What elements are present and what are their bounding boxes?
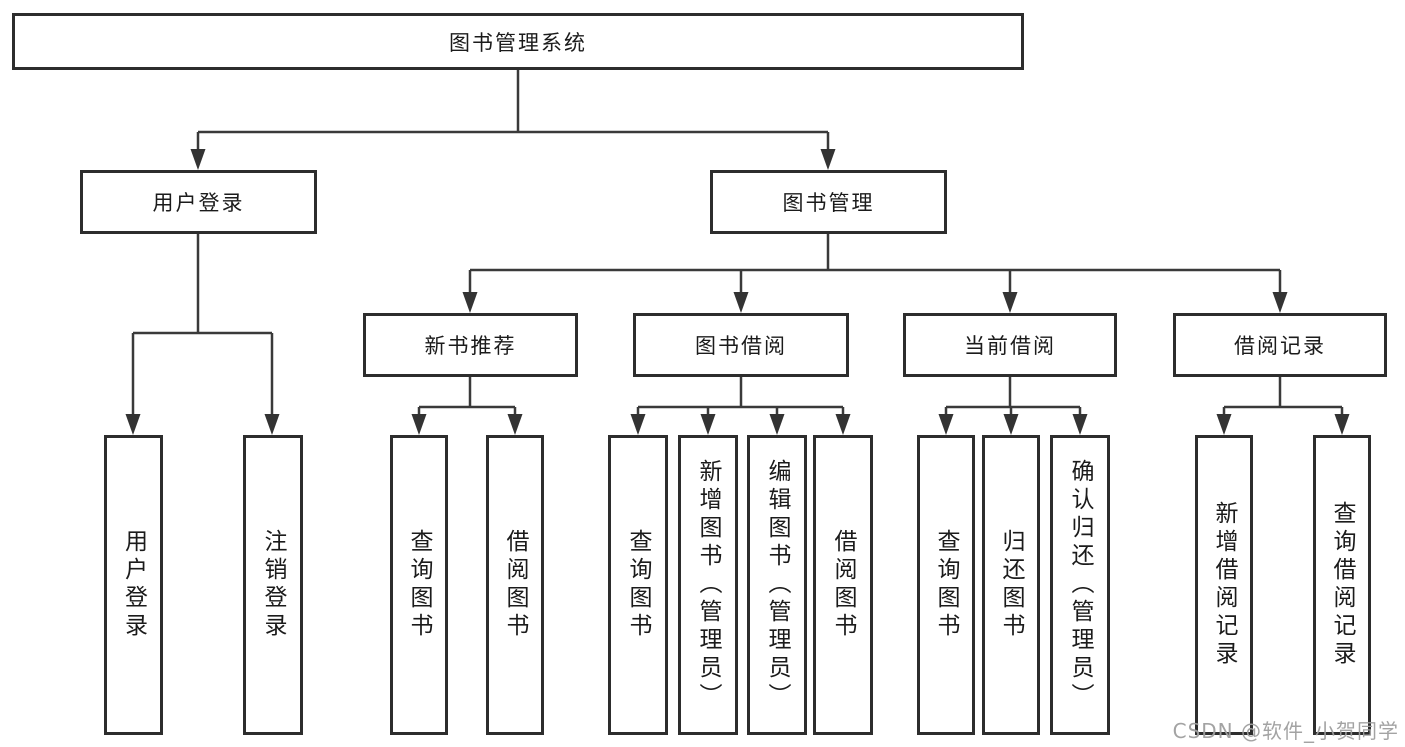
node-new-book-recommend: 新书推荐	[363, 313, 578, 377]
leaf-confirm-return-admin: 确认归还（管理员）	[1050, 435, 1110, 735]
leaf-user-login: 用户登录	[104, 435, 163, 735]
leaf-query-book-recommend: 查询图书	[390, 435, 448, 735]
csdn-watermark: CSDN @软件_小贺同学	[1172, 719, 1399, 743]
node-root: 图书管理系统	[12, 13, 1024, 70]
leaf-query-book-current: 查询图书	[917, 435, 975, 735]
node-user-login: 用户登录	[80, 170, 317, 234]
leaf-borrow-book-recommend: 借阅图书	[486, 435, 544, 735]
node-borrow-records: 借阅记录	[1173, 313, 1387, 377]
node-current-borrow: 当前借阅	[903, 313, 1117, 377]
node-book-borrow: 图书借阅	[633, 313, 849, 377]
leaf-add-borrow-record: 新增借阅记录	[1195, 435, 1253, 735]
leaf-borrow-book: 借阅图书	[813, 435, 873, 735]
leaf-add-book-admin: 新增图书（管理员）	[678, 435, 738, 735]
node-book-management: 图书管理	[710, 170, 947, 234]
leaf-logout: 注销登录	[243, 435, 303, 735]
leaf-query-book-borrow: 查询图书	[608, 435, 668, 735]
leaf-return-book: 归还图书	[982, 435, 1040, 735]
leaf-query-borrow-record: 查询借阅记录	[1313, 435, 1371, 735]
leaf-edit-book-admin: 编辑图书（管理员）	[747, 435, 807, 735]
